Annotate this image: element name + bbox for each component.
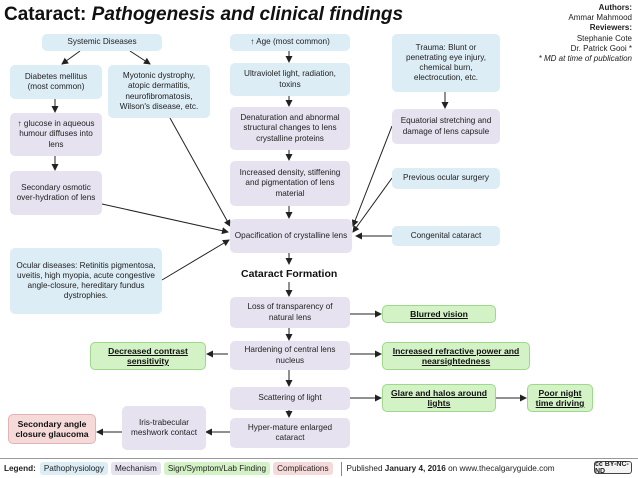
node-trauma: Trauma: Blunt or penetrating eye injury,…: [392, 34, 500, 92]
node-density: Increased density, stiffening and pigmen…: [230, 161, 350, 206]
node-cataract-formation: Cataract Formation: [241, 268, 338, 280]
node-decreased-contrast: Decreased contrast sensitivity: [90, 342, 206, 370]
legend-sign: Sign/Symptom/Lab Finding: [163, 462, 271, 475]
authors-note: * MD at time of publication: [538, 54, 632, 64]
legend-bar: Legend: Pathophysiology Mechanism Sign/S…: [0, 458, 638, 478]
node-diabetes: Diabetes mellitus (most common): [10, 65, 102, 99]
node-systemic-diseases: Systemic Diseases: [42, 34, 162, 51]
reviewer-2: Dr. Patrick Gooi *: [570, 43, 632, 53]
node-congenital: Congenital cataract: [392, 226, 500, 246]
legend-label: Legend:: [4, 464, 36, 473]
node-refractive-power: Increased refractive power and nearsight…: [382, 342, 530, 370]
license-badge-icon: cc BY-NC-ND: [594, 461, 632, 475]
node-hypermature: Hyper-mature enlarged cataract: [230, 418, 350, 448]
legend-separator: [340, 461, 342, 476]
authors-block: Authors: Ammar Mahmood Reviewers: Stepha…: [539, 3, 632, 64]
arrow-equatorial-opacification: [351, 125, 393, 227]
arrow-systemic-myotonic: [129, 50, 151, 65]
node-osmotic: Secondary osmotic over-hydration of lens: [10, 171, 102, 215]
node-opacification: Opacification of crystalline lens: [230, 219, 352, 253]
arrow-myotonic-opacification: [169, 117, 231, 227]
arrow-osmotic-opacification: [101, 203, 229, 235]
node-poor-night-driving: Poor night time driving: [527, 384, 593, 412]
published-date: January 4, 2016: [384, 464, 446, 473]
authors-label: Authors:: [598, 3, 632, 12]
legend-mechanism: Mechanism: [110, 462, 161, 475]
node-equatorial: Equatorial stretching and damage of lens…: [392, 109, 500, 144]
legend-complications: Complications: [273, 462, 333, 475]
reviewer-1: Stephanie Cote: [576, 33, 632, 43]
node-uv: Ultraviolet light, radiation, toxins: [230, 63, 350, 96]
node-iris-trabecular: Iris-trabecular meshwork contact: [122, 406, 206, 450]
published-suffix: on www.thecalgaryguide.com: [448, 464, 555, 473]
node-scattering: Scattering of light: [230, 387, 350, 410]
node-secondary-glaucoma: Secondary angle closure glaucoma: [8, 414, 96, 444]
legend-published: Published January 4, 2016 on www.thecalg…: [347, 464, 555, 473]
node-glare-halos: Glare and halos around lights: [382, 384, 496, 412]
node-glucose: ↑ glucose in aqueous humour diffuses int…: [10, 113, 102, 156]
arrow-ocular-opacification: [161, 239, 230, 281]
published-prefix: Published: [346, 464, 383, 473]
reviewers-label: Reviewers:: [589, 23, 632, 33]
node-denaturation: Denaturation and abnormal structural cha…: [230, 107, 350, 150]
legend-pathophysiology: Pathophysiology: [39, 462, 108, 475]
author-name: Ammar Mahmood: [568, 13, 632, 23]
arrow-systemic-diabetes: [61, 50, 81, 65]
node-ocular: Ocular diseases: Retinitis pigmentosa, u…: [10, 248, 162, 314]
node-loss-transparency: Loss of transparency of natural lens: [230, 297, 350, 328]
node-hardening: Hardening of central lens nucleus: [230, 341, 350, 370]
arrow-surgery-opacification: [352, 177, 393, 233]
page-title: Cataract: Pathogenesis and clinical find…: [4, 4, 403, 26]
node-age: ↑ Age (most common): [230, 34, 350, 51]
title-sub: Pathogenesis and clinical findings: [91, 4, 404, 25]
title-main: Cataract:: [4, 4, 87, 25]
node-blurred-vision: Blurred vision: [382, 305, 496, 323]
node-previous-surgery: Previous ocular surgery: [392, 168, 500, 189]
node-myotonic: Myotonic dystrophy, atopic dermatitis, n…: [108, 65, 210, 118]
